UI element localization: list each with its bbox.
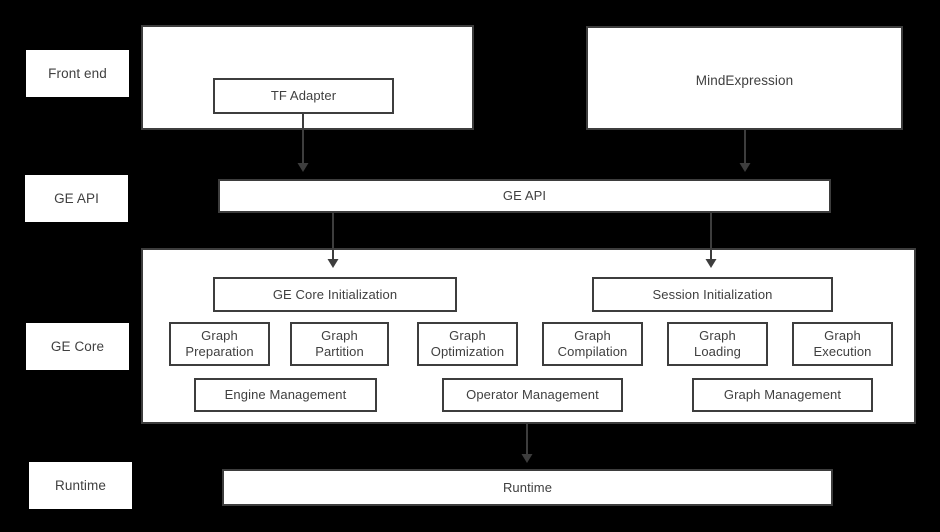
module-graph-loading[interactable]: Graph Loading [667, 322, 768, 366]
row-label-front-end-text: Front end [48, 65, 107, 81]
mindexpression-title: MindExpression [695, 73, 794, 88]
module-graph-compilation-label: Graph Compilation [557, 328, 628, 359]
ge-api-bar[interactable]: GE API [218, 179, 831, 213]
runtime-bar-label: Runtime [502, 479, 553, 495]
mindexpression-group: MindExpression [586, 26, 903, 130]
module-graph-preparation[interactable]: Graph Preparation [169, 322, 270, 366]
session-initialization-label: Session Initialization [652, 286, 773, 302]
row-label-ge-api: GE API [25, 175, 128, 222]
manager-engine-management-label: Engine Management [224, 387, 347, 403]
ge-core-initialization-box[interactable]: GE Core Initialization [213, 277, 457, 312]
runtime-bar[interactable]: Runtime [222, 469, 833, 506]
row-label-front-end: Front end [26, 50, 129, 97]
module-graph-optimization-label: Graph Optimization [430, 328, 505, 359]
module-graph-execution[interactable]: Graph Execution [792, 322, 893, 366]
row-label-ge-api-text: GE API [54, 190, 99, 206]
module-graph-partition-label: Graph Partition [315, 328, 364, 359]
row-label-ge-core: GE Core [26, 323, 129, 370]
manager-operator-management[interactable]: Operator Management [442, 378, 623, 412]
ge-core-initialization-label: GE Core Initialization [272, 286, 398, 302]
manager-graph-management-label: Graph Management [723, 387, 842, 403]
ge-api-bar-label: GE API [502, 188, 547, 204]
tf-adapter-box[interactable]: TF Adapter [213, 78, 394, 114]
module-graph-loading-label: Graph Loading [694, 328, 741, 359]
module-graph-optimization[interactable]: Graph Optimization [417, 322, 518, 366]
session-initialization-box[interactable]: Session Initialization [592, 277, 833, 312]
row-label-runtime-text: Runtime [55, 477, 106, 493]
module-graph-preparation-label: Graph Preparation [185, 328, 254, 359]
module-graph-compilation[interactable]: Graph Compilation [542, 322, 643, 366]
manager-graph-management[interactable]: Graph Management [692, 378, 873, 412]
row-label-ge-core-text: GE Core [50, 338, 105, 354]
row-label-runtime: Runtime [29, 462, 132, 509]
manager-engine-management[interactable]: Engine Management [194, 378, 377, 412]
module-graph-execution-label: Graph Execution [813, 328, 872, 359]
tf-adapter-label: TF Adapter [270, 88, 337, 104]
module-graph-partition[interactable]: Graph Partition [290, 322, 389, 366]
ge-core-group: GE Core Initialization Session Initializ… [141, 248, 916, 424]
manager-operator-management-label: Operator Management [466, 387, 599, 403]
tensorflow-group: Tensorflow TF Adapter [141, 25, 474, 130]
